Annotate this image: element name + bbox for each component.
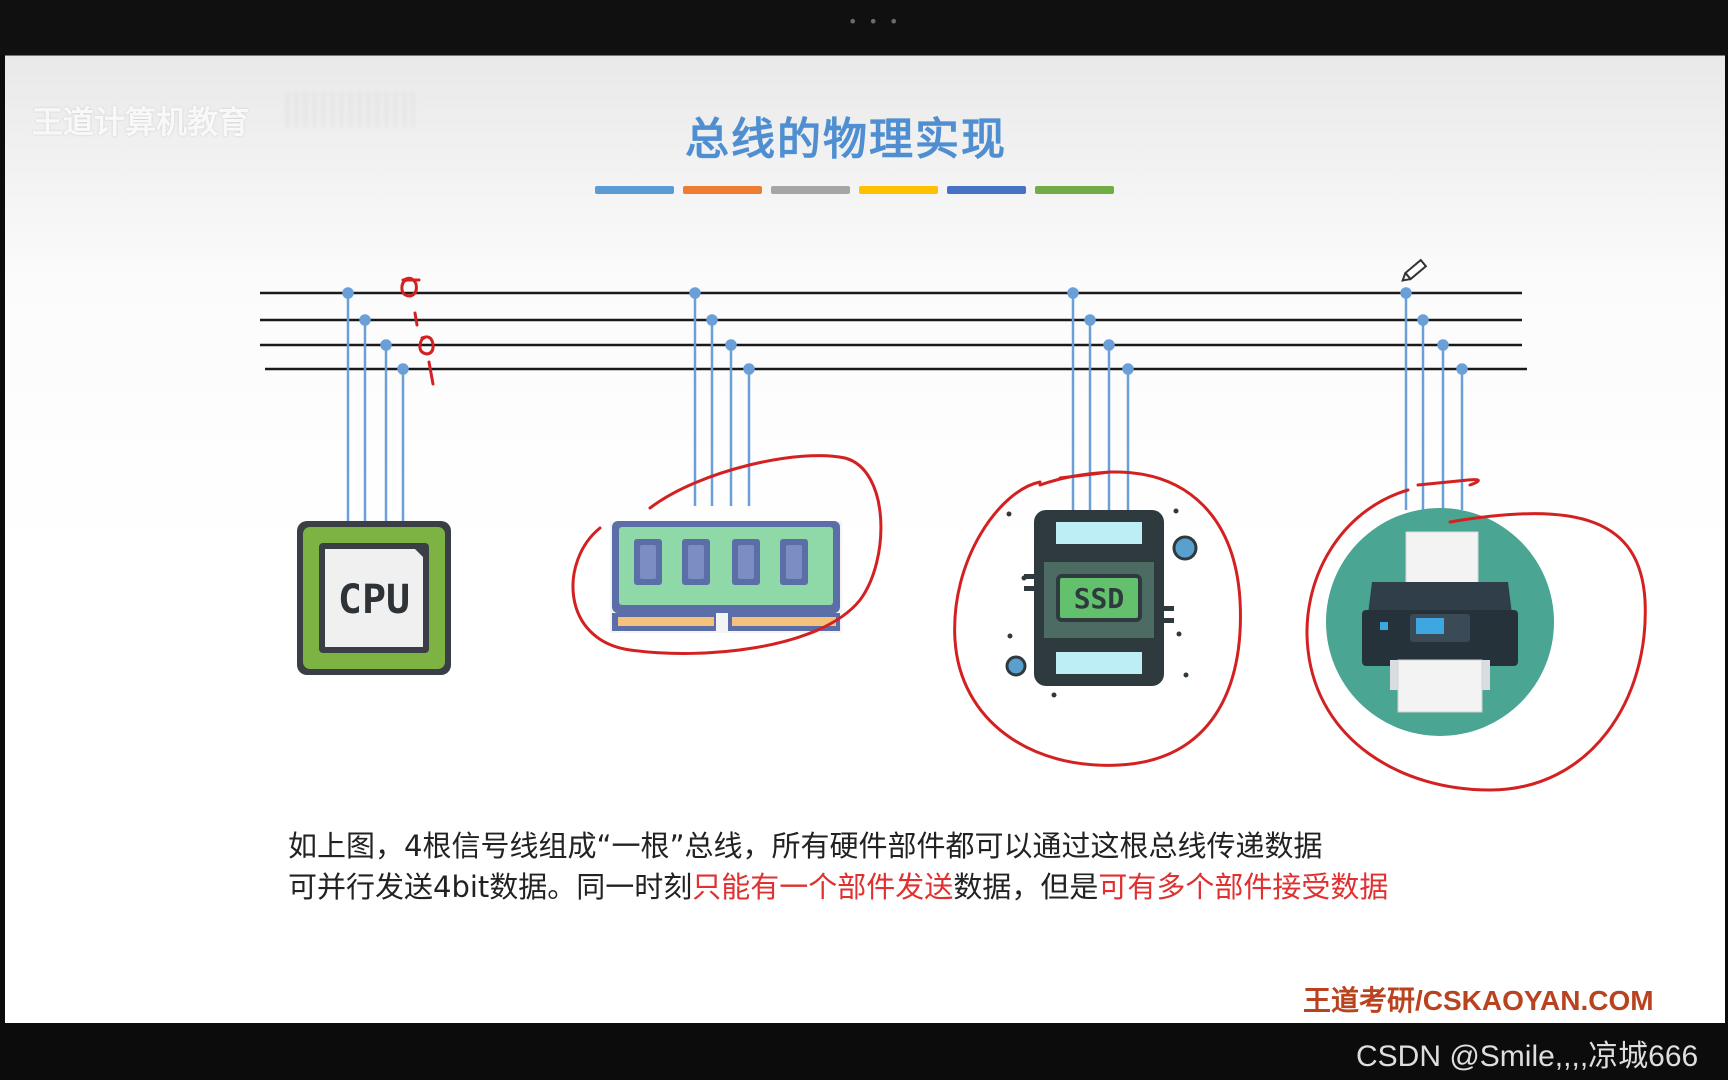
brand-logo-text: 王道计算机教育 bbox=[32, 105, 249, 141]
printer-icon bbox=[1326, 508, 1554, 736]
slide-caption: 如上图，4根信号线组成“一根”总线，所有硬件部件都可以通过这根总线传递数据 可并… bbox=[288, 826, 1388, 908]
accent-bar-5 bbox=[947, 186, 1026, 194]
pen-cursor-icon bbox=[1401, 258, 1428, 282]
caption-highlight-multiple-receivers: 可有多个部件接受数据 bbox=[1098, 870, 1389, 904]
accent-bar-4 bbox=[859, 186, 938, 194]
caption-highlight-single-sender: 只能有一个部件发送 bbox=[692, 870, 954, 904]
circle-printer bbox=[1305, 478, 1647, 792]
bus-lines bbox=[260, 291, 1527, 371]
caption-line-2-part-b: 数据，但是 bbox=[953, 870, 1099, 904]
ssd-tap-node-1 bbox=[1067, 287, 1079, 299]
ssd-label: SSD bbox=[1074, 582, 1125, 615]
circle-ssd bbox=[953, 470, 1242, 767]
bit-1-b bbox=[427, 360, 435, 386]
handwritten-circles bbox=[571, 454, 1647, 792]
printer-tap-node-4 bbox=[1456, 363, 1468, 375]
brand-logo-ghost bbox=[285, 92, 415, 128]
accent-bar-3 bbox=[771, 186, 850, 194]
circle-ram bbox=[571, 454, 883, 655]
printer-tap-node-1 bbox=[1400, 287, 1412, 299]
caption-line-2: 可并行发送4bit数据。同一时刻只能有一个部件发送数据，但是可有多个部件接受数据 bbox=[288, 867, 1388, 908]
caption-line-1: 如上图，4根信号线组成“一根”总线，所有硬件部件都可以通过这根总线传递数据 bbox=[288, 829, 1323, 863]
csdn-watermark: CSDN @Smile,,,,凉城666 bbox=[1356, 1040, 1699, 1073]
ssd-decor-dots bbox=[1005, 508, 1198, 698]
cpu-label: CPU bbox=[338, 577, 410, 623]
handwritten-bits bbox=[400, 276, 435, 386]
ssd-tap-node-4 bbox=[1122, 363, 1134, 375]
printer-tap-node-2 bbox=[1417, 314, 1429, 326]
window-top-bar: • • • bbox=[0, 0, 1728, 55]
bit-1-a bbox=[413, 311, 419, 327]
bus-taps bbox=[342, 287, 1468, 521]
accent-bar-6 bbox=[1035, 186, 1114, 194]
ssd-drive-icon: SSD bbox=[1024, 510, 1174, 686]
ram-tap-node-3 bbox=[725, 339, 737, 351]
cpu-tap-node-2 bbox=[359, 314, 371, 326]
cpu-tap-node-4 bbox=[397, 363, 409, 375]
ssd-tap-node-2 bbox=[1084, 314, 1096, 326]
ram-tap-node-2 bbox=[706, 314, 718, 326]
printer-tap-node-3 bbox=[1437, 339, 1449, 351]
slide-title: 总线的物理实现 bbox=[685, 114, 1007, 165]
footer-brand: 王道考研/CSKAOYAN.COM bbox=[1303, 985, 1654, 1016]
cpu-tap-node-3 bbox=[380, 339, 392, 351]
bit-0-bottom bbox=[418, 335, 435, 356]
ssd-tap-node-3 bbox=[1103, 339, 1115, 351]
window-menu-dots[interactable]: • • • bbox=[848, 12, 902, 31]
ram-tap-node-4 bbox=[743, 363, 755, 375]
cpu-chip-icon: CPU bbox=[297, 521, 451, 675]
cpu-tap-node-1 bbox=[342, 287, 354, 299]
ram-tap-node-1 bbox=[689, 287, 701, 299]
accent-bar-2 bbox=[683, 186, 762, 194]
bit-0-top bbox=[400, 276, 421, 298]
accent-bar-1 bbox=[595, 186, 674, 194]
ram-memory-icon bbox=[610, 521, 842, 633]
caption-line-2-part-a: 可并行发送4bit数据。同一时刻 bbox=[288, 870, 693, 904]
title-accent-bars bbox=[595, 186, 1114, 194]
